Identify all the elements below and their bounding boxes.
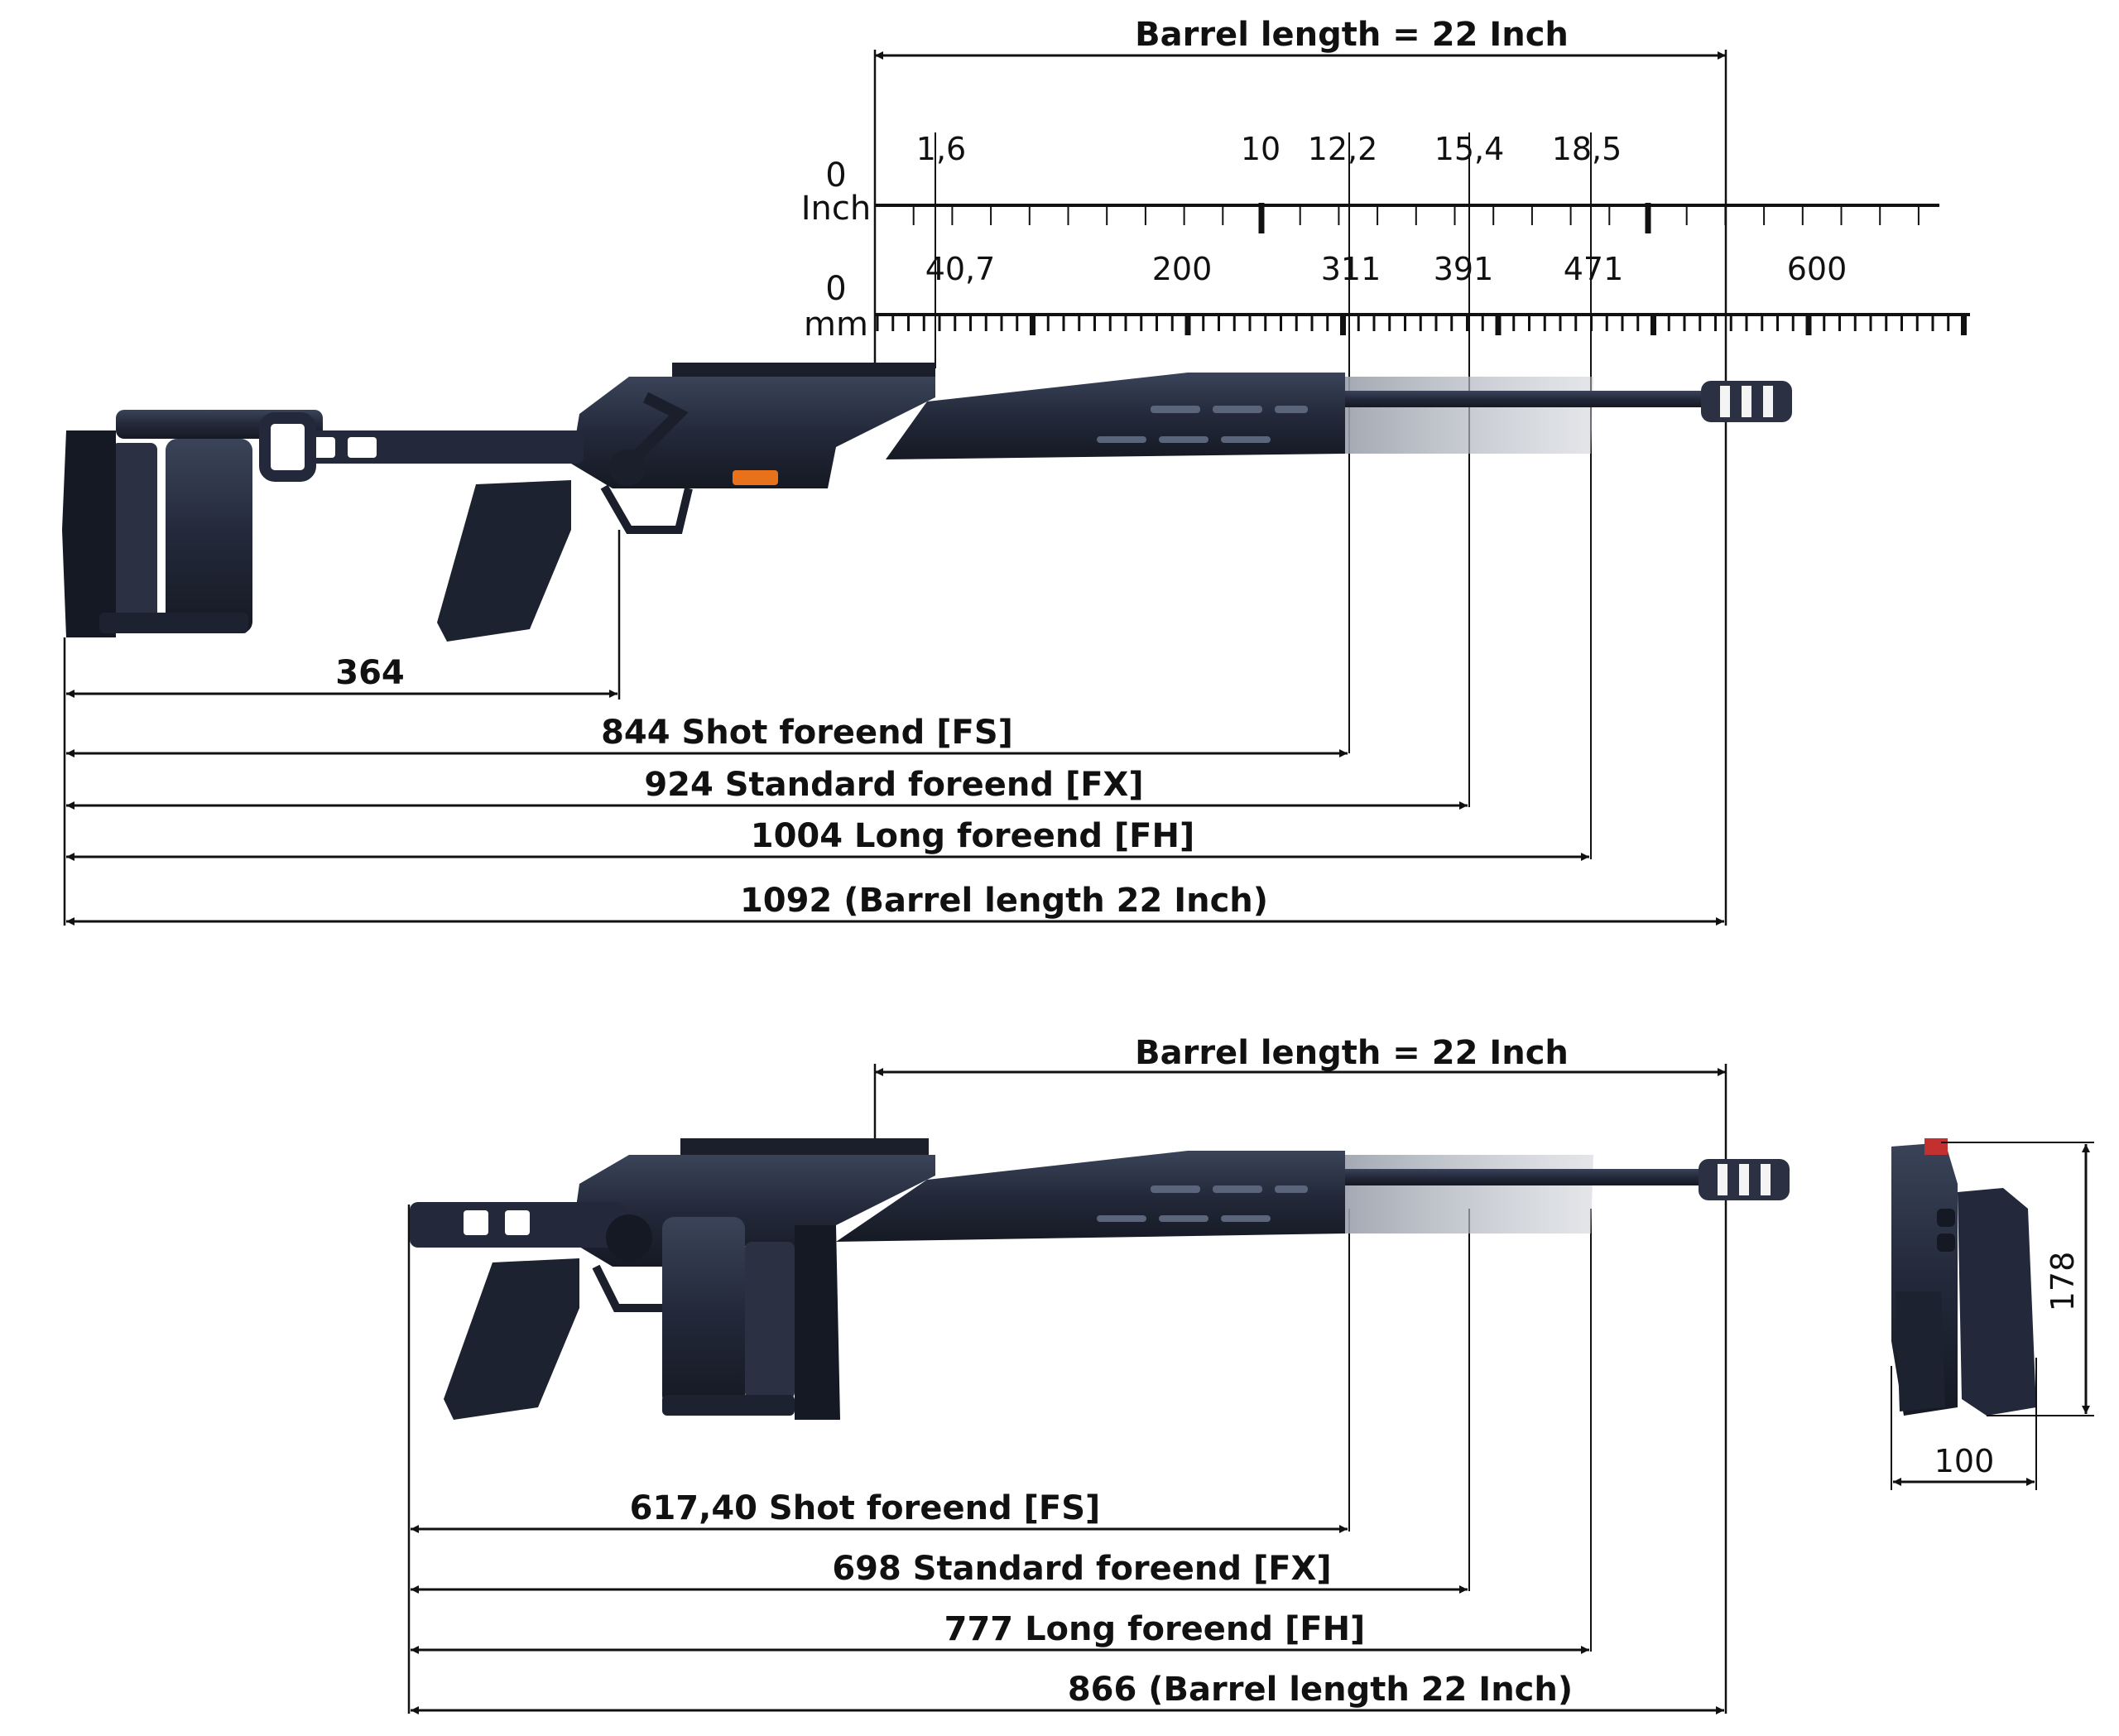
dimension-label: 924 Standard foreend [FX]: [644, 766, 1143, 804]
muzzle-brake: [1701, 381, 1792, 422]
mm-tick-label: 471: [1564, 251, 1624, 287]
mm-tick-label: 200: [1152, 251, 1213, 287]
dimension-label: 364: [335, 654, 405, 692]
extended-rifle-section: Barrel length = 22 Inch 0 Inch 1,6 10 12…: [62, 16, 1970, 926]
extended-length-dimensions: 364 844 Shot foreend [FS] 924 Standard for…: [66, 654, 1724, 926]
barrel: [1324, 391, 1713, 407]
mm-tick-label: 311: [1321, 251, 1381, 287]
inch-tick-label: 12,2: [1308, 131, 1378, 167]
muzzle-brake: [1699, 1159, 1790, 1200]
mm-tick-label: 40,7: [925, 251, 996, 287]
folded-rifle-section: Barrel length = 22 Inch: [407, 1034, 1790, 1714]
rifle-folded-illustration: [410, 1138, 1790, 1420]
end-view-height-label: 178: [2045, 1252, 2081, 1312]
inch-scale-ticks: [874, 203, 1920, 233]
trigger-guard: [600, 484, 693, 534]
barrel-length-dimension-bottom: Barrel length = 22 Inch: [873, 1034, 1727, 1714]
barrel-length-dimension-top: Barrel length = 22 Inch: [873, 16, 1727, 926]
folding-stock: [62, 410, 584, 637]
picatinny-rail-top: [680, 1138, 929, 1157]
mm-tick-label: 391: [1434, 251, 1494, 287]
mm-tick-label: 600: [1787, 251, 1848, 287]
foreend-extension-ghost: [1345, 377, 1593, 454]
pistol-grip: [444, 1258, 579, 1420]
mm-unit-label: mm: [804, 305, 868, 344]
folded-length-dimensions: 617,40 Shot foreend [FS] 698 Standard for…: [411, 1489, 1724, 1714]
inch-tick-label: 1,6: [916, 131, 966, 167]
dimension-label: 866 (Barrel length 22 Inch): [1068, 1671, 1573, 1709]
mm-zero-label: 0: [825, 270, 846, 308]
dimension-label: 844 Shot foreend [FS]: [601, 714, 1013, 752]
end-view-width-label: 100: [1934, 1443, 1995, 1479]
dimension-label: 1004 Long foreend [FH]: [751, 817, 1195, 855]
mm-scale: 0 mm 40,7 200 311 391 471 600: [804, 251, 1970, 344]
inch-zero-label: 0: [825, 156, 846, 195]
trigger-guard: [592, 1264, 662, 1312]
foreend-extension-ghost: [1345, 1155, 1593, 1233]
dimension-label: 698 Standard foreend [FX]: [832, 1550, 1331, 1588]
dimension-label: 777 Long foreend [FH]: [944, 1610, 1366, 1648]
end-view-section: 178 100: [1891, 1138, 2094, 1490]
picatinny-rail-top: [672, 363, 935, 381]
bolt-handle: [625, 392, 689, 468]
folded-stock: [410, 1202, 840, 1420]
rifle-extended-illustration: [62, 363, 1792, 642]
end-view-height-dimension: 178: [1941, 1142, 2094, 1416]
dimension-label: 1092 (Barrel length 22 Inch): [740, 882, 1268, 920]
foreend: [836, 1151, 1345, 1242]
barrel-length-label-bottom: Barrel length = 22 Inch: [1135, 1034, 1569, 1072]
inch-tick-label: 18,5: [1552, 131, 1622, 167]
barrel-length-label-top: Barrel length = 22 Inch: [1135, 16, 1569, 54]
mm-scale-ticks: [876, 313, 1967, 335]
end-view-width-dimension: 100: [1891, 1358, 2037, 1490]
inch-unit-label: Inch: [801, 190, 872, 228]
end-view-illustration: [1891, 1138, 2036, 1416]
pistol-grip: [437, 480, 571, 642]
magazine-release: [733, 470, 778, 485]
inch-scale: 0 Inch 1,6 10 12,2 15,4 18,5: [801, 131, 1939, 233]
dimension-label: 617,40 Shot foreend [FS]: [630, 1489, 1101, 1527]
foreend: [886, 373, 1345, 459]
inch-tick-label: 10: [1241, 131, 1281, 167]
barrel: [1324, 1169, 1713, 1185]
